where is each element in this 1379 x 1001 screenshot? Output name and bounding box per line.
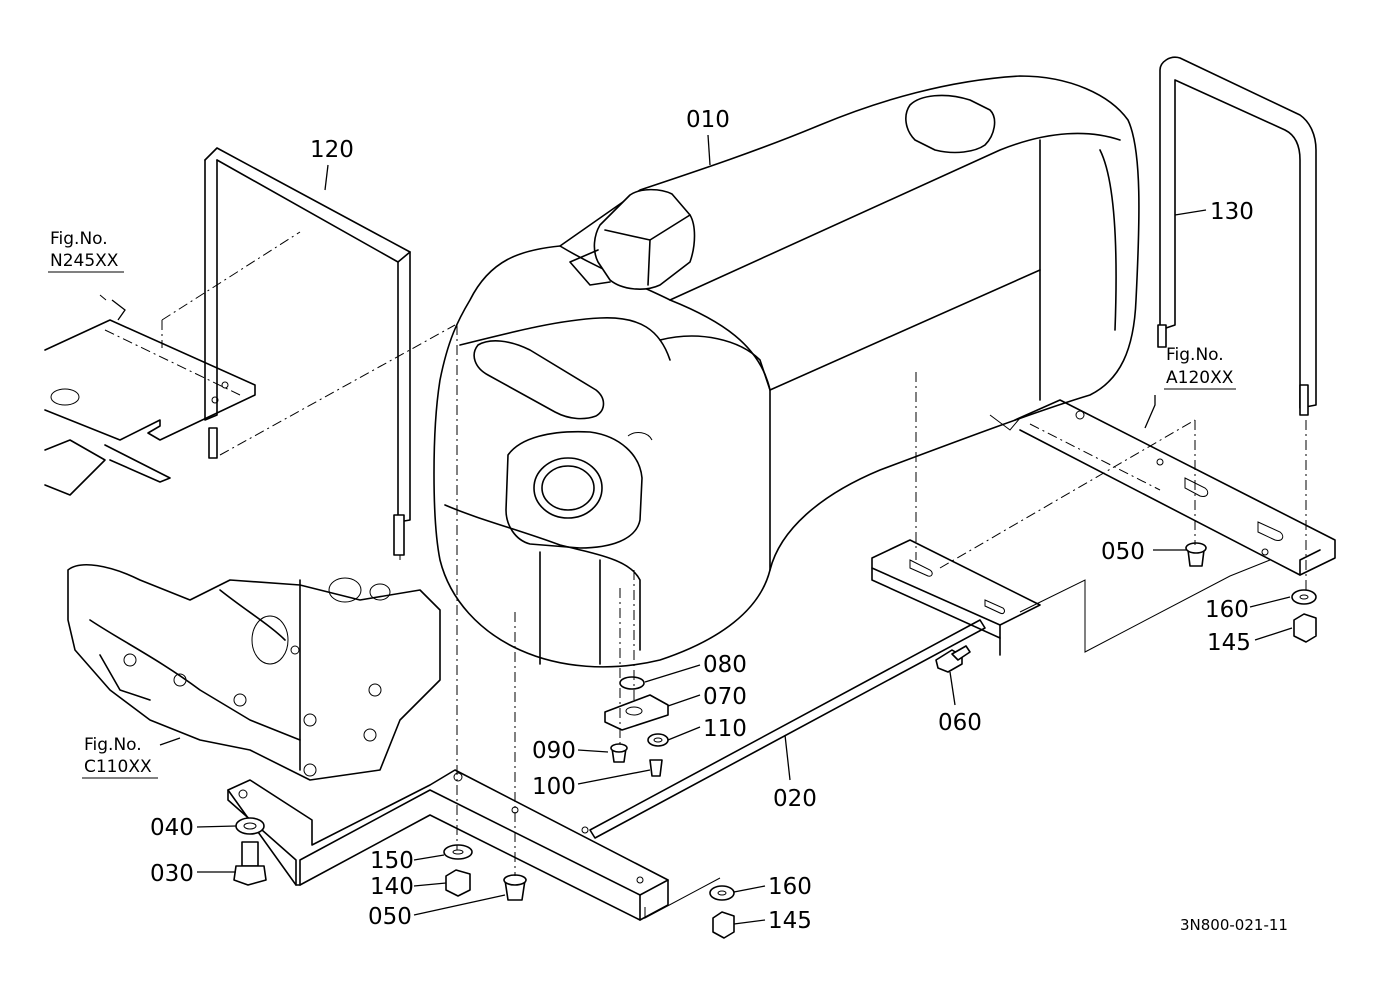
strap-120-drawing xyxy=(204,147,411,556)
part-label-145-front: 145 xyxy=(768,908,812,934)
drawing-code: 3N800-021-11 xyxy=(1180,916,1288,934)
part-label-080: 080 xyxy=(703,652,747,678)
n245-frame-drawing xyxy=(44,294,256,496)
part-label-070: 070 xyxy=(703,684,747,710)
ref-c110-line2: C110XX xyxy=(84,757,152,777)
ref-a120-line1: Fig.No. xyxy=(1166,345,1224,365)
part-label-030: 030 xyxy=(150,861,194,887)
part-label-140: 140 xyxy=(370,874,414,900)
hardware-drawing xyxy=(233,542,1317,939)
bracket-plate-drawing xyxy=(871,539,1041,656)
part-label-100: 100 xyxy=(532,774,576,800)
leader-lines xyxy=(111,134,1293,925)
crossbar-020-drawing xyxy=(589,619,986,839)
part-label-130: 130 xyxy=(1210,199,1254,225)
part-label-090: 090 xyxy=(532,738,576,764)
part-label-010: 010 xyxy=(686,107,730,133)
ref-n245-line1: Fig.No. xyxy=(50,229,108,249)
figure-references: Fig.No. N245XX Fig.No. A120XX Fig.No. C1… xyxy=(48,229,1236,779)
part-label-160-front: 160 xyxy=(768,874,812,900)
assembly-lines xyxy=(104,231,1307,919)
part-label-110: 110 xyxy=(703,716,747,742)
part-label-145-rear: 145 xyxy=(1207,630,1251,656)
fuel-tank-drawing xyxy=(433,75,1140,668)
c110-housing-drawing xyxy=(67,564,441,781)
ref-a120-line2: A120XX xyxy=(1166,368,1234,388)
part-label-160-rear: 160 xyxy=(1205,597,1249,623)
ref-c110-line1: Fig.No. xyxy=(84,735,142,755)
part-label-020: 020 xyxy=(773,786,817,812)
part-labels: 010 020 030 040 050 050 060 070 080 090 … xyxy=(150,107,1254,934)
part-label-050-front: 050 xyxy=(368,904,412,930)
part-label-040: 040 xyxy=(150,815,194,841)
part-label-050-rear: 050 xyxy=(1101,539,1145,565)
part-label-060: 060 xyxy=(938,710,982,736)
part-label-150: 150 xyxy=(370,848,414,874)
ref-n245-line2: N245XX xyxy=(50,251,119,271)
strap-130-drawing xyxy=(1157,56,1317,416)
rear-bracket-drawing xyxy=(1014,399,1336,576)
part-label-120: 120 xyxy=(310,137,354,163)
front-bracket-drawing xyxy=(227,769,669,921)
